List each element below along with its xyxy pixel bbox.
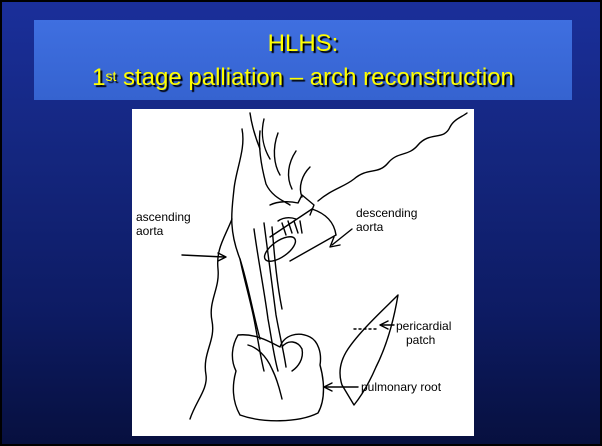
diagram-drawing: ascending aorta descending aorta pericar… — [132, 109, 474, 436]
neoaorta-wall-1 — [240, 259, 264, 371]
branch-2 — [262, 119, 270, 159]
trunk-left-wall — [232, 129, 260, 339]
slide-subtitle: 1st stage palliation – arch reconstructi… — [34, 64, 572, 92]
branch-1 — [250, 113, 260, 149]
title-box: HLHS: 1st stage palliation – arch recons… — [34, 20, 572, 100]
subtitle-text: stage palliation – arch reconstruction — [116, 64, 514, 91]
descending-aorta-wall-top — [270, 209, 312, 237]
label-pericardial-patch-1: pericardial — [396, 319, 451, 333]
pulmonary-root-outline — [232, 334, 323, 421]
label-ascending-aorta-1: ascending — [136, 210, 191, 224]
arch-reconstruction-diagram: ascending aorta descending aorta pericar… — [132, 109, 474, 436]
branch-3 — [274, 133, 280, 175]
branch-4 — [289, 151, 296, 189]
subtitle-ordinal: 1 — [92, 64, 105, 91]
arch-inner-1 — [278, 218, 296, 221]
label-descending-aorta-2: aorta — [356, 220, 384, 234]
slide-title: HLHS: — [34, 30, 572, 58]
pulmonary-root-inner — [248, 345, 282, 399]
branch-5 — [300, 167, 310, 197]
wavy-vessel-line-right — [318, 113, 467, 201]
descending-aorta-end — [312, 209, 336, 235]
descending-aorta-wall-bottom — [290, 235, 336, 261]
wavy-vessel-line-left — [190, 219, 232, 419]
label-descending-aorta-1: descending — [356, 206, 417, 220]
label-pericardial-patch-2: patch — [406, 333, 435, 347]
label-ascending-aorta-2: aorta — [136, 224, 164, 238]
subtitle-ordinal-suffix: st — [105, 68, 116, 84]
label-pulmonary-root: pulmonary root — [361, 380, 442, 394]
pulmonary-root-cusp — [282, 342, 302, 371]
